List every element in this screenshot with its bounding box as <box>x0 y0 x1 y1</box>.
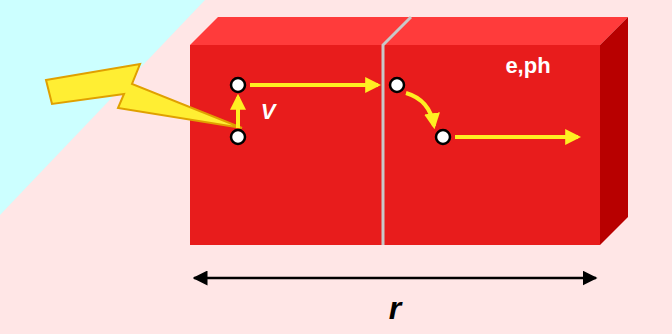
dimension-arrow <box>194 277 596 280</box>
excitation-arrow <box>236 97 240 128</box>
transport-arrow <box>455 135 578 139</box>
carrier-dot <box>231 130 245 144</box>
relax-arrow <box>406 93 434 126</box>
carrier-dot <box>436 130 450 144</box>
interface-line <box>383 17 411 245</box>
carrier-dot <box>390 78 404 92</box>
transport-arrow <box>250 83 378 87</box>
distance-label: r <box>389 292 401 324</box>
box-side <box>600 17 628 245</box>
velocity-label: V <box>261 101 276 123</box>
lightning-bolt <box>46 64 242 128</box>
box-top <box>190 17 628 45</box>
carrier-label: e,ph <box>505 55 550 77</box>
carrier-dot <box>231 78 245 92</box>
box-front <box>190 45 600 245</box>
